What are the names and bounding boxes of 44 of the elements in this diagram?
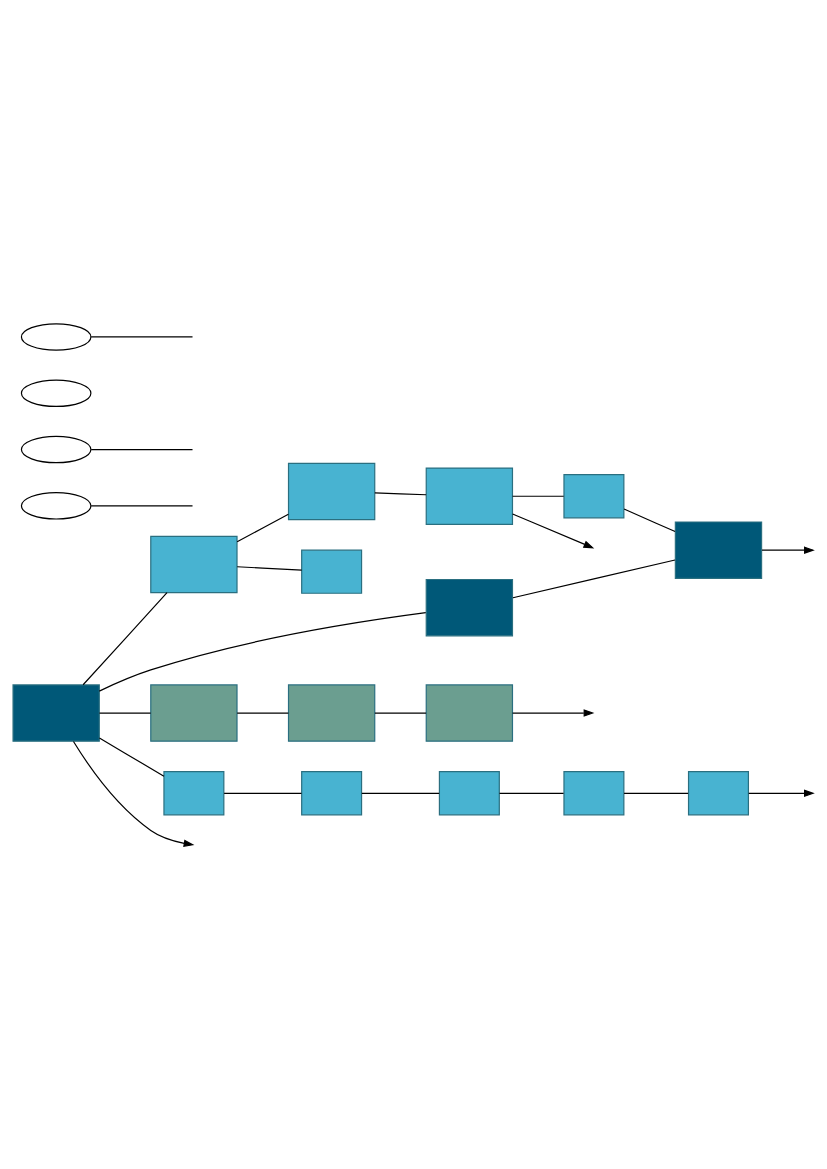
arrow [72,740,195,847]
connector [98,612,427,692]
node-box [163,771,225,816]
connector [623,792,689,794]
node-box [425,578,514,637]
arrow [761,546,815,554]
connector [98,737,165,777]
node-box [301,549,363,594]
connector [512,495,565,497]
connector [374,712,427,714]
connector [98,712,152,714]
node-box [287,684,376,742]
connector [90,448,194,451]
connector [236,712,289,714]
arrow [512,709,595,717]
node-ellipse [20,379,92,408]
connector [90,505,194,507]
connector [236,566,303,571]
arrow [748,789,815,798]
node-box [563,474,625,519]
connector [82,592,168,686]
connector [374,492,427,496]
connector [498,792,565,794]
node-ellipse [20,323,92,351]
connector [512,559,676,599]
node-box [438,771,500,816]
node-box [425,684,514,742]
node-box [425,467,514,525]
connector [623,508,676,533]
node-box [687,771,749,816]
node-box [301,771,363,816]
connector [236,513,289,543]
node-box [287,462,376,521]
node-box [674,521,763,579]
node-box [12,684,100,742]
arrow [512,513,595,549]
connector [223,792,303,794]
node-box [150,535,238,594]
node-ellipse [20,435,92,464]
node-box [563,771,625,816]
connector [361,792,440,794]
node-ellipse [20,492,92,520]
connector [90,336,194,338]
node-box [150,684,238,742]
